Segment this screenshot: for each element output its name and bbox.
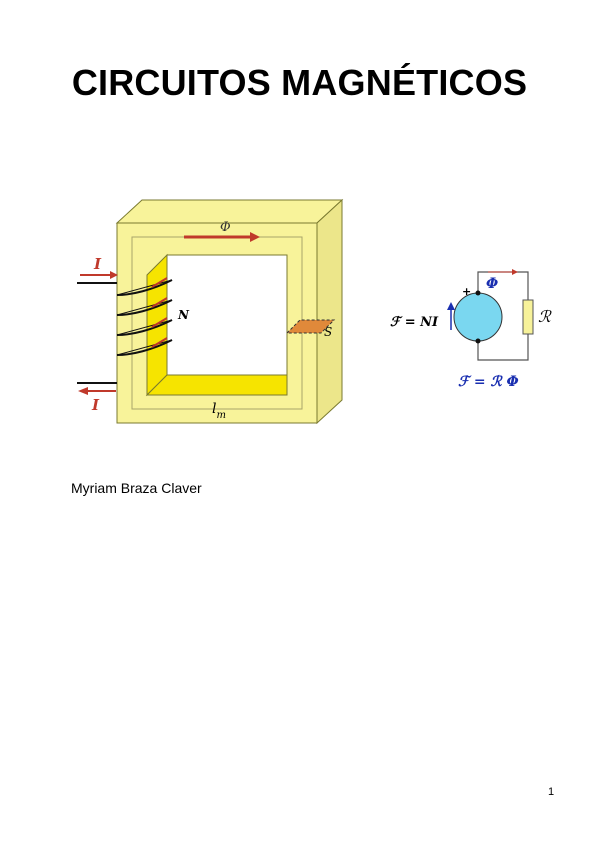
author-name: Myriam Braza Claver bbox=[71, 480, 202, 496]
window-bottom-wall bbox=[145, 374, 288, 396]
flux-arrowhead bbox=[250, 232, 260, 242]
current-in-arrowhead bbox=[110, 271, 118, 279]
source-bottom-node bbox=[475, 338, 481, 344]
circuit-flux-arrowhead bbox=[512, 269, 518, 275]
circuit-flux-label: Φ bbox=[486, 276, 498, 292]
current-out-arrowhead bbox=[78, 387, 88, 395]
plus-sign: + bbox=[462, 285, 471, 298]
cross-section bbox=[285, 319, 336, 334]
reluctance-label: ℛ bbox=[538, 307, 552, 326]
page-number: 1 bbox=[548, 786, 555, 798]
flux-label: Φ bbox=[220, 220, 231, 235]
mmf-label: ℱ = NI bbox=[390, 315, 439, 330]
section-label: S bbox=[324, 325, 332, 339]
equivalent-circuit-figure: Φ + ℱ = NI ℛ ℱ = ℛ Φ bbox=[390, 269, 552, 390]
current-in-label: I bbox=[93, 255, 102, 273]
mmf-source bbox=[453, 292, 503, 342]
source-top-node bbox=[475, 290, 481, 296]
turns-label: N bbox=[177, 308, 190, 322]
length-sub: m bbox=[216, 410, 225, 421]
core-window bbox=[166, 254, 288, 376]
mean-length-label: lm bbox=[212, 401, 226, 421]
coil-turns-arrows bbox=[151, 277, 168, 348]
coil-windings bbox=[116, 279, 173, 356]
length-main: l bbox=[212, 401, 216, 417]
page-title: CIRCUITOS MAGNÉTICOS bbox=[71, 62, 528, 103]
current-out-label: I bbox=[91, 396, 100, 414]
magnetic-core-figure: S Φ N I I lm bbox=[77, 198, 344, 425]
reluctance-element bbox=[522, 299, 534, 335]
core-right-face bbox=[316, 198, 343, 425]
circuit-equation: ℱ = ℛ Φ bbox=[458, 374, 519, 390]
mmf-arrowhead bbox=[447, 302, 455, 310]
